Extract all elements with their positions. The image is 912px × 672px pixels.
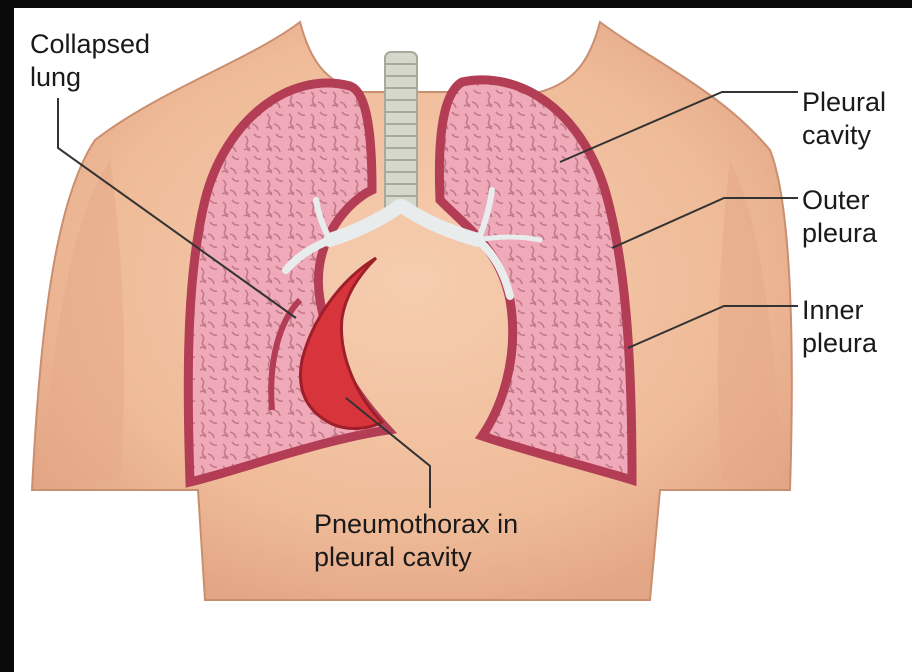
label-pneumothorax-line2: pleural cavity — [314, 541, 518, 574]
label-pleural-cavity-line2: cavity — [802, 119, 886, 152]
label-outer-pleura-line2: pleura — [802, 217, 877, 250]
label-inner-pleura: Inner pleura — [802, 294, 877, 360]
label-collapsed-lung: Collapsed lung — [30, 28, 150, 94]
label-outer-pleura-line1: Outer — [802, 184, 877, 217]
label-pleural-cavity: Pleural cavity — [802, 86, 886, 152]
label-pneumothorax-line1: Pneumothorax in — [314, 508, 518, 541]
label-outer-pleura: Outer pleura — [802, 184, 877, 250]
label-pneumothorax: Pneumothorax in pleural cavity — [314, 508, 518, 574]
label-collapsed-lung-line1: Collapsed — [30, 28, 150, 61]
label-pleural-cavity-line1: Pleural — [802, 86, 886, 119]
trachea — [385, 52, 417, 212]
label-inner-pleura-line1: Inner — [802, 294, 877, 327]
label-collapsed-lung-line2: lung — [30, 61, 150, 94]
label-inner-pleura-line2: pleura — [802, 327, 877, 360]
